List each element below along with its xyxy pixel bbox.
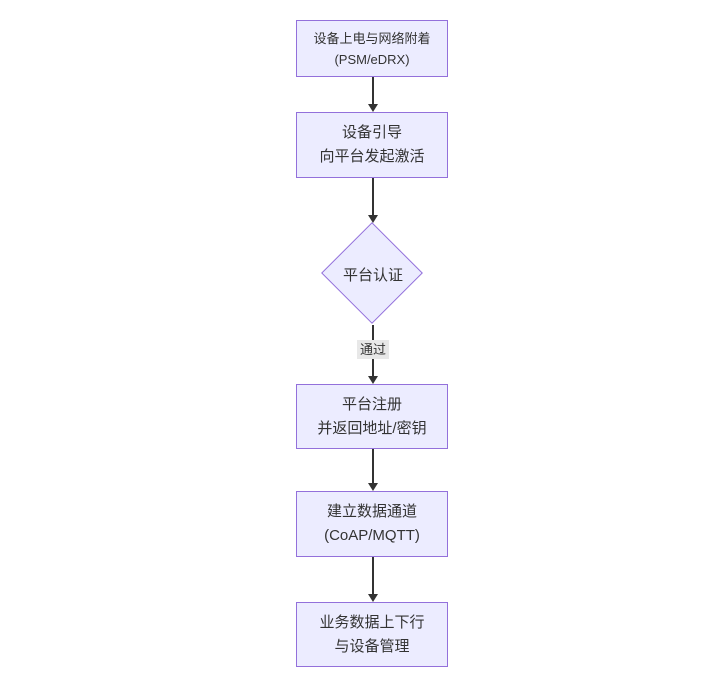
decision-platform-auth: 平台认证 bbox=[321, 222, 424, 325]
arrow-line bbox=[372, 449, 374, 484]
arrow-line bbox=[372, 178, 374, 216]
node-device-bootstrap: 设备引导 向平台发起激活 bbox=[296, 112, 448, 178]
arrow-head-icon bbox=[368, 483, 378, 491]
node-line: 向平台发起激活 bbox=[319, 148, 425, 165]
node-line: 业务数据上下行 bbox=[319, 613, 425, 631]
arrow-head-icon bbox=[368, 594, 378, 602]
node-business-data-mgmt: 业务数据上下行 与设备管理 bbox=[296, 602, 448, 667]
arrow-head-icon bbox=[368, 376, 378, 384]
node-line: 平台认证 bbox=[342, 266, 403, 284]
node-platform-register: 平台注册 并返回地址/密钥 bbox=[296, 384, 448, 449]
node-line: 建立数据通道 bbox=[326, 503, 417, 520]
node-line: (PSM/eDRX) bbox=[334, 51, 410, 67]
arrow-line bbox=[372, 557, 374, 595]
edge-label-pass: 通过 bbox=[356, 340, 390, 359]
arrow-line bbox=[372, 77, 374, 105]
node-line: 设备上电与网络附着 bbox=[313, 30, 431, 46]
node-power-network-attach: 设备上电与网络附着 (PSM/eDRX) bbox=[296, 20, 448, 77]
node-line: 平台注册 bbox=[341, 395, 402, 413]
node-data-channel: 建立数据通道 (CoAP/MQTT) bbox=[296, 491, 448, 557]
arrow-head-icon bbox=[368, 215, 378, 223]
node-line: 设备引导 bbox=[341, 124, 402, 141]
arrow-head-icon bbox=[368, 104, 378, 112]
node-line: 与设备管理 bbox=[334, 637, 410, 655]
node-line: 并返回地址/密钥 bbox=[317, 419, 427, 437]
node-line: (CoAP/MQTT) bbox=[324, 527, 420, 544]
